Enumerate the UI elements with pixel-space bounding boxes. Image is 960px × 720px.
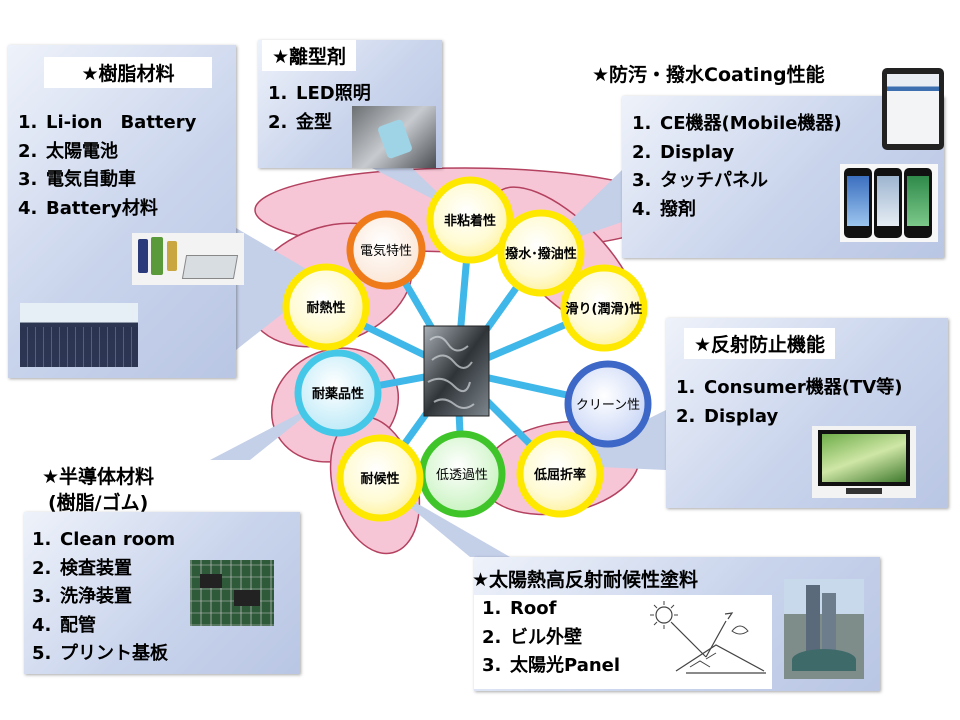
node-nonstick: 非粘着性 <box>426 176 514 264</box>
list-item: 2.検査装置 <box>32 557 132 579</box>
node-label: クリーン性 <box>576 398 640 413</box>
node-circle <box>516 430 604 518</box>
list-item: 2.Display <box>676 405 779 427</box>
node-slip: 滑り(潤滑)性 <box>560 264 648 352</box>
node-label: 電気特性 <box>360 243 412 259</box>
list-item: 1.Li-ion Battery <box>18 112 197 133</box>
panel-resin-list: 1.Li-ion Battery 2.太陽電池 3.電気自動車 4.Batter… <box>18 109 196 223</box>
list-item: 4.配管 <box>32 614 96 636</box>
list-item: 2.Display <box>632 141 735 163</box>
panel-semiconductor-list: 1.Clean room 2.検査装置 3.洗浄装置 4.配管 5.プリント基板 <box>32 526 175 669</box>
solar-panel-photo <box>20 303 138 367</box>
roof-sketch-illustration <box>650 601 766 674</box>
node-circle <box>346 210 426 290</box>
node-weather: 耐候性 <box>336 434 424 522</box>
node-label: 撥水･撥油性 <box>505 246 577 262</box>
list-item: 3.洗浄装置 <box>32 586 132 607</box>
node-label: 耐候性 <box>360 471 399 487</box>
node-circle <box>497 209 585 297</box>
panel-antireflection: ★反射防止機能 1.Consumer機器(TV等) 2.Display <box>666 318 948 508</box>
list-item: 4.撥剤 <box>632 198 696 220</box>
node-circle <box>294 349 382 437</box>
panel-semiconductor-title: ★半導体材料 <box>42 466 155 488</box>
node-label: 耐熱性 <box>306 300 345 316</box>
panel-release-list: 1.LED照明 2.金型 <box>268 80 371 137</box>
list-item: 5.プリント基板 <box>32 643 168 664</box>
panel-resin: ★樹脂材料 1.Li-ion Battery 2.太陽電池 3.電気自動車 4.… <box>8 45 244 378</box>
mold-photo <box>352 106 436 168</box>
list-item: 2.金型 <box>268 111 332 133</box>
node-label: 非粘着性 <box>444 213 496 229</box>
node-label: 低屈折率 <box>533 467 586 483</box>
panel-release: ★離型剤 1.LED照明 2.金型 <box>258 40 442 168</box>
node-circle <box>560 264 648 352</box>
panel-semiconductor-subtitle: (樹脂/ゴム) <box>48 492 149 514</box>
list-item: 2.太陽電池 <box>18 140 118 162</box>
list-item: 1.LED照明 <box>268 83 371 104</box>
list-item: 3.タッチパネル <box>632 170 768 191</box>
node-low-permeability: 低透過性 <box>418 430 506 518</box>
smartphones-photo <box>840 164 938 242</box>
node-water-oil: 撥水･撥油性 <box>497 209 585 297</box>
node-circle <box>564 360 652 448</box>
node-label: 低透過性 <box>436 468 488 483</box>
center-image <box>423 325 490 417</box>
tv-photo <box>812 426 916 498</box>
list-item: 1.Clean room <box>32 529 176 550</box>
list-item: 2.ビル外壁 <box>482 626 582 648</box>
list-item: 1.Consumer機器(TV等) <box>676 377 903 398</box>
list-item: 4.Battery材料 <box>18 197 158 219</box>
node-label: 耐薬品性 <box>312 386 364 402</box>
panel-antireflection-title: ★反射防止機能 <box>684 328 836 359</box>
panel-semiconductor: 1.Clean room 2.検査装置 3.洗浄装置 4.配管 5.プリント基板 <box>24 512 300 674</box>
node-circle <box>336 434 424 522</box>
panel-resin-title: ★樹脂材料 <box>44 57 212 88</box>
node-label: 滑り(潤滑)性 <box>566 301 643 317</box>
node-clean: クリーン性 <box>564 360 652 448</box>
panel-antireflection-list: 1.Consumer機器(TV等) 2.Display <box>676 374 902 431</box>
circuit-board-photo <box>190 560 274 626</box>
building-photo <box>784 579 864 679</box>
node-heat: 耐熱性 <box>282 263 370 351</box>
node-circle <box>282 263 370 351</box>
node-chemical: 耐薬品性 <box>294 349 382 437</box>
panel-solar-paint: ★太陽熱高反射耐候性塗料 1.Roof 2.ビル外壁 3.太陽光Panel <box>472 557 880 691</box>
node-circle <box>426 176 514 264</box>
list-item: 3.電気自動車 <box>18 169 136 190</box>
panel-antifouling-title: ★防汚・撥水Coating性能 <box>592 64 825 86</box>
battery-photo <box>132 233 244 285</box>
node-electrical: 電気特性 <box>346 210 426 290</box>
panel-solar-paint-list: 1.Roof 2.ビル外壁 3.太陽光Panel <box>482 595 620 681</box>
panel-solar-paint-title: ★太陽熱高反射耐候性塗料 <box>472 569 699 591</box>
panel-antifouling-list: 1.CE機器(Mobile機器) 2.Display 3.タッチパネル 4.撥剤 <box>632 110 842 224</box>
panel-release-title: ★離型剤 <box>262 40 357 71</box>
list-item: 1.Roof <box>482 598 557 619</box>
callout-semiconductor <box>210 400 325 460</box>
node-low-refraction: 低屈折率 <box>516 430 604 518</box>
list-item: 3.太陽光Panel <box>482 655 621 676</box>
list-item: 1.CE機器(Mobile機器) <box>632 113 842 134</box>
tablet-photo <box>882 68 944 150</box>
callout-resin <box>236 228 325 350</box>
